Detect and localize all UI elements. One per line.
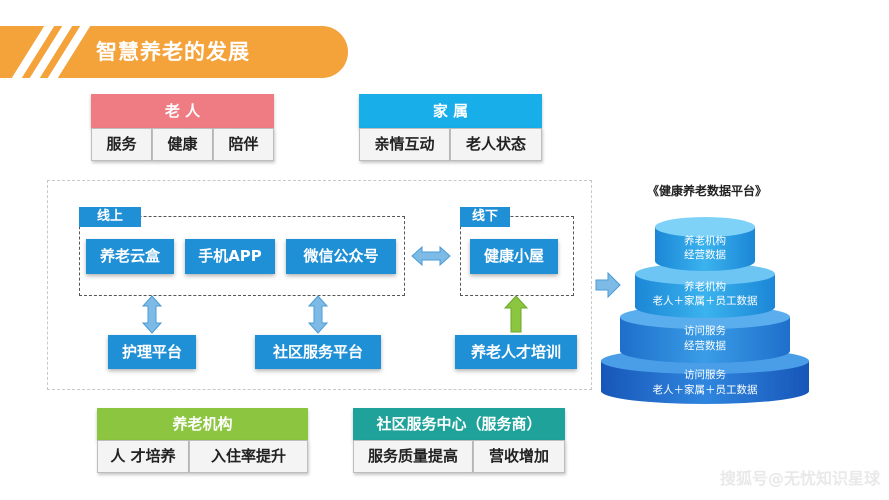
tier-text: 经营数据: [684, 339, 726, 352]
double-arrow-icon: [307, 295, 329, 334]
tier-text: 老人＋家属＋员工数据: [653, 383, 758, 396]
elderly-item: 陪伴: [213, 128, 274, 161]
service-center-header: 社区服务中心（服务商）: [353, 408, 565, 440]
data-platform-caption: 《健康养老数据平台》: [646, 184, 767, 198]
tier-text: 养老机构: [684, 280, 726, 293]
online-frame: [79, 216, 405, 296]
service-center-item: 营收增加: [473, 440, 565, 473]
pyramid-tier-2: 养老机构 老人＋家属＋员工数据: [635, 263, 775, 318]
tier-text: 老人＋家属＋员工数据: [653, 294, 758, 307]
data-platform-pyramid: 访问服务 老人＋家属＋员工数据 访问服务 经营数据 养老机构 老人＋家属＋员工数…: [601, 217, 809, 404]
tier-text: 访问服务: [684, 324, 726, 337]
family-item: 老人状态: [450, 128, 542, 161]
online-item: 手机APP: [185, 239, 275, 274]
right-arrow-icon: [595, 271, 621, 299]
offline-item: 健康小屋: [470, 239, 558, 274]
double-arrow-icon: [411, 245, 451, 267]
pyramid-tier-1: 养老机构 经营数据: [655, 217, 755, 271]
community-platform: 社区服务平台: [255, 335, 381, 369]
double-arrow-icon: [141, 295, 163, 334]
institution-item: 人 才培养: [97, 440, 189, 473]
institution-header: 养老机构: [97, 408, 308, 440]
family-item: 亲情互动: [359, 128, 450, 161]
tier-text: 经营数据: [684, 248, 726, 261]
online-item: 微信公众号: [286, 239, 396, 274]
talent-training: 养老人才培训: [455, 335, 577, 369]
online-item: 养老云盒: [86, 239, 174, 274]
page-title: 智慧养老的发展: [96, 40, 250, 64]
offline-frame: [460, 216, 574, 296]
family-header: 家 属: [359, 94, 542, 128]
service-system-frame: [47, 180, 592, 390]
tier-text: 访问服务: [684, 368, 726, 381]
service-center-item: 服务质量提高: [353, 440, 473, 473]
up-arrow-icon: [503, 295, 529, 333]
tier-text: 养老机构: [684, 234, 726, 247]
elderly-item: 健康: [152, 128, 213, 161]
online-tag: 线上: [79, 207, 141, 227]
watermark: 搜狐号@无忧知识星球: [719, 469, 880, 488]
care-platform: 护理平台: [108, 335, 196, 369]
elderly-item: 服务: [91, 128, 152, 161]
institution-item: 入住率提升: [189, 440, 308, 473]
offline-tag: 线下: [460, 207, 510, 227]
elderly-header: 老 人: [91, 94, 274, 128]
